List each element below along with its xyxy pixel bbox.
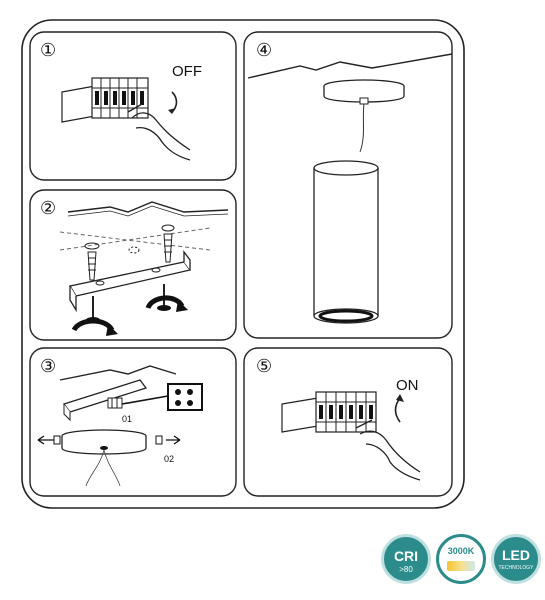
arrow-left-icon bbox=[37, 435, 54, 445]
step-5-number: ⑤ bbox=[256, 356, 272, 377]
color-temperature-bar bbox=[447, 561, 475, 571]
led-badge-title: LED bbox=[502, 547, 530, 563]
mounting-bracket-icon bbox=[68, 250, 192, 313]
terminal-block-icon bbox=[91, 77, 149, 119]
color-temperature-badge: 3000K bbox=[436, 534, 486, 584]
terminal-block-icon bbox=[315, 391, 377, 433]
cri-badge: CRI >80 bbox=[381, 534, 431, 584]
cri-badge-sub: >80 bbox=[399, 565, 413, 574]
step-5-label-on: ON bbox=[396, 377, 419, 394]
rotate-arrow-icon bbox=[71, 318, 115, 332]
led-badge: LED TECHNOLOGY bbox=[491, 534, 541, 584]
step-4-number: ④ bbox=[256, 40, 272, 61]
callout-01: 01 bbox=[122, 414, 132, 424]
panel-step-1: ① OFF bbox=[29, 31, 237, 181]
wall-plug-icon bbox=[87, 233, 173, 281]
hand-icon bbox=[127, 103, 191, 161]
rotate-arrow-icon bbox=[394, 397, 401, 423]
outer-frame bbox=[21, 19, 465, 509]
panel-step-3: ③ 01 02 bbox=[29, 347, 237, 497]
callout-02: 02 bbox=[164, 454, 174, 464]
canopy-icon bbox=[61, 436, 147, 455]
panel-step-2: ② bbox=[29, 189, 237, 341]
arrow-right-icon bbox=[166, 435, 181, 445]
hand-icon bbox=[355, 419, 421, 481]
mounting-bracket-icon bbox=[62, 379, 148, 413]
step-1-label-off: OFF bbox=[172, 63, 202, 80]
color-temperature-title: 3000K bbox=[447, 546, 475, 556]
terminal-zoom-icon bbox=[167, 383, 203, 411]
panel-step-4: ④ bbox=[243, 31, 453, 339]
step-3-number: ③ bbox=[40, 356, 56, 377]
led-badge-sub: TECHNOLOGY bbox=[498, 565, 534, 571]
step-1-number: ① bbox=[40, 40, 56, 61]
pendant-lamp-icon bbox=[313, 160, 379, 324]
cri-badge-title: CRI bbox=[393, 548, 419, 564]
panel-step-5: ⑤ ON bbox=[243, 347, 453, 497]
step-2-number: ② bbox=[40, 198, 56, 219]
